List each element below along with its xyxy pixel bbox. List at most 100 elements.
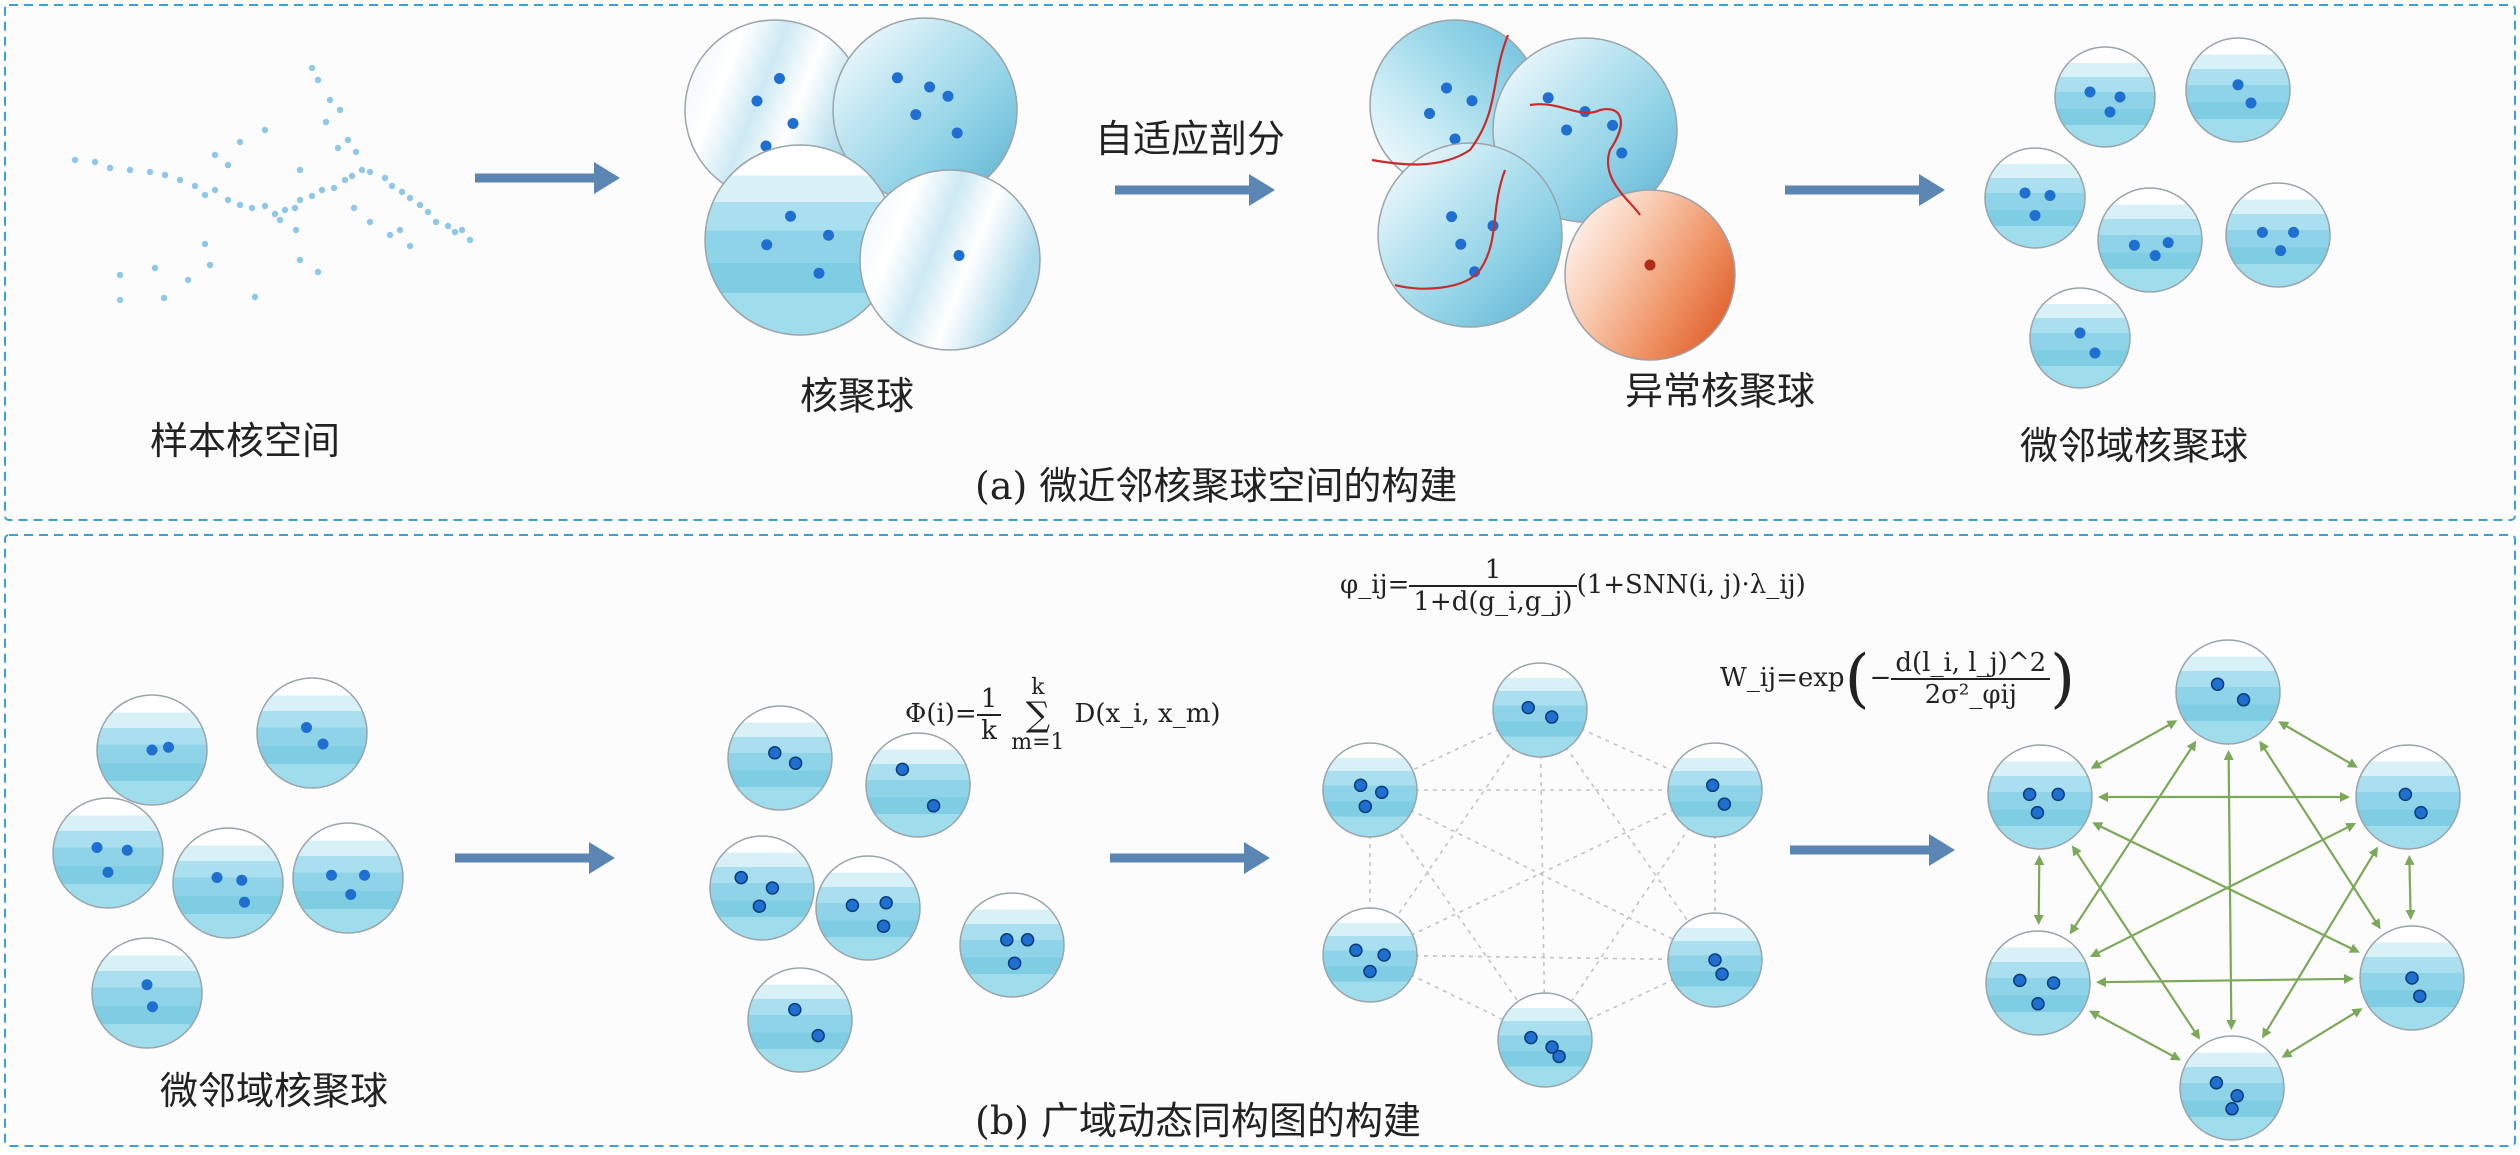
sample-point bbox=[261, 202, 269, 210]
ball-point bbox=[1353, 778, 1368, 793]
sample-point bbox=[236, 138, 244, 146]
ball-point bbox=[1000, 933, 1014, 947]
ball-point bbox=[1020, 933, 1035, 947]
sample-point bbox=[308, 192, 316, 200]
formula-varphi-rhs: (1+SNN(i, j)·λ_ij) bbox=[1576, 570, 1806, 600]
arrow-a2-head bbox=[1249, 174, 1275, 206]
ball-point bbox=[2104, 106, 2116, 118]
ball-point bbox=[788, 756, 803, 770]
ball-point bbox=[301, 722, 312, 733]
similarity-edge bbox=[1369, 789, 1716, 956]
sample-point bbox=[71, 156, 79, 164]
ball-point bbox=[1542, 92, 1554, 104]
ball-point bbox=[2128, 239, 2140, 251]
ball-point bbox=[2089, 347, 2101, 359]
ball-point bbox=[2225, 1102, 2239, 1116]
ball-point bbox=[2029, 210, 2041, 221]
label-kernel-balls: 核聚球 bbox=[800, 374, 915, 418]
sample-point bbox=[322, 118, 330, 126]
ball-point bbox=[785, 210, 796, 222]
ball-point bbox=[895, 762, 910, 777]
ball-point bbox=[236, 874, 248, 886]
similarity-edge bbox=[1369, 789, 1716, 961]
sample-point bbox=[206, 261, 214, 269]
weighted-edge bbox=[2404, 854, 2416, 921]
sample-point bbox=[296, 166, 304, 174]
sample-point bbox=[236, 201, 244, 209]
sample-point bbox=[248, 204, 256, 212]
caption-panel-a: (a) 微近邻核聚球空间的构建 bbox=[975, 464, 1458, 508]
ball-point bbox=[1007, 956, 1022, 970]
ball-point bbox=[774, 73, 785, 84]
ball-point bbox=[121, 844, 133, 856]
ball-point bbox=[2114, 91, 2126, 103]
dynamic-node-2 bbox=[1987, 744, 2093, 850]
sample-point bbox=[151, 264, 159, 272]
formula-w-paren-open: ( bbox=[1844, 642, 1870, 716]
micro-ball-a-4 bbox=[2097, 187, 2203, 293]
micro-ball-a-3 bbox=[1984, 147, 2086, 249]
sample-point bbox=[398, 188, 406, 196]
formula-phi-sum-bot: m=1 bbox=[1011, 730, 1065, 755]
formula-varphi-num: 1 bbox=[1484, 555, 1502, 585]
sample-point bbox=[344, 136, 352, 144]
ball-point bbox=[1607, 119, 1619, 131]
sample-point bbox=[330, 184, 338, 192]
ball-point bbox=[2256, 226, 2268, 238]
panel-b-frame bbox=[4, 534, 2516, 1147]
formula-phi-num: 1 bbox=[980, 684, 998, 714]
graph-node-1 bbox=[1492, 662, 1588, 758]
weighted-edge bbox=[2281, 1008, 2363, 1058]
sample-point bbox=[386, 231, 394, 239]
sample-point bbox=[161, 171, 169, 179]
ball-point bbox=[1358, 799, 1373, 814]
micro-ball-b-5 bbox=[292, 822, 404, 934]
micro-ball-b-2 bbox=[256, 677, 368, 789]
weighted-ball-5 bbox=[959, 892, 1065, 998]
ball-point bbox=[2074, 327, 2086, 339]
formula-phi-lhs: Φ(i)= bbox=[905, 699, 977, 729]
sample-point bbox=[211, 151, 219, 159]
ball-point bbox=[910, 109, 922, 121]
arrow-a1-head bbox=[594, 162, 620, 194]
ball-point bbox=[752, 899, 767, 913]
sample-point bbox=[318, 186, 326, 194]
sample-point bbox=[271, 210, 279, 218]
sample-point bbox=[466, 236, 474, 244]
sample-point bbox=[281, 206, 289, 214]
micro-ball-b-6 bbox=[91, 937, 203, 1049]
sample-point bbox=[261, 126, 269, 134]
ball-point bbox=[141, 979, 153, 991]
ball-point bbox=[811, 1028, 825, 1043]
sample-point bbox=[396, 226, 404, 234]
ball-point bbox=[891, 72, 903, 84]
weighted-ball-6 bbox=[747, 967, 853, 1073]
ball-point bbox=[326, 869, 337, 881]
ball-point bbox=[2046, 976, 2061, 990]
label-micro-balls-b: 微邻域核聚球 bbox=[160, 1069, 389, 1113]
ball-point bbox=[163, 741, 174, 753]
ball-point bbox=[1424, 108, 1435, 119]
sample-point bbox=[308, 64, 316, 72]
sample-point bbox=[201, 240, 209, 248]
ball-point bbox=[211, 872, 223, 883]
sample-point bbox=[176, 176, 184, 184]
ball-point bbox=[1561, 124, 1573, 136]
ball-point bbox=[317, 738, 329, 750]
formula-phi-sum-sym: ∑ bbox=[1025, 695, 1051, 735]
sample-point bbox=[291, 204, 299, 212]
formula-w-num: d(l_i, l_j)^2 bbox=[1895, 648, 2047, 678]
sample-point bbox=[336, 106, 344, 114]
dynamic-node-6 bbox=[2179, 1035, 2285, 1141]
dynamic-node-1 bbox=[2175, 639, 2281, 745]
ball-point bbox=[2084, 86, 2096, 98]
ball-point bbox=[1545, 710, 1559, 724]
micro-ball-a-1 bbox=[2054, 46, 2156, 148]
ball-point bbox=[146, 744, 158, 756]
ball-point bbox=[765, 881, 780, 895]
label-adaptive-split: 自适应剖分 bbox=[1095, 117, 1286, 161]
